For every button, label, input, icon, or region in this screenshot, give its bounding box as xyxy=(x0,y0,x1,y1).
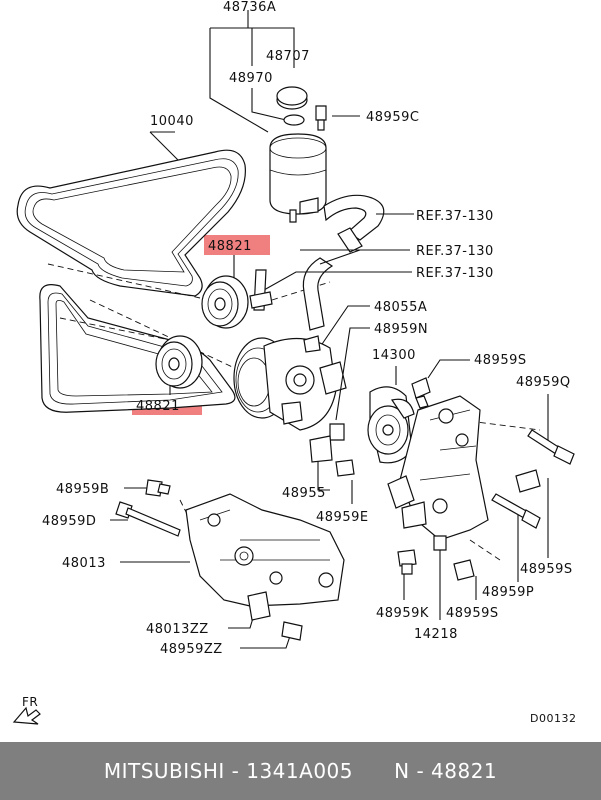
bolt-48959p xyxy=(491,493,541,582)
bracket-48955 xyxy=(309,435,333,491)
diagram-code: D00132 xyxy=(530,712,576,725)
bolt-48959s-lower xyxy=(453,559,477,600)
bolt-48959d xyxy=(110,501,181,537)
label-48736a: 48736A xyxy=(223,0,276,15)
label-48959p: 48959P xyxy=(482,585,534,600)
label-48821-upper: 48821 xyxy=(208,239,252,254)
power-steering-pump xyxy=(233,305,370,431)
label-fr: FR xyxy=(22,695,38,709)
label-48959c: 48959C xyxy=(366,110,419,125)
footer-part-info: MITSUBISHI - 1341A005 N - 48821 xyxy=(103,759,498,783)
label-ref-3: REF.37-130 xyxy=(416,266,494,281)
label-48707: 48707 xyxy=(266,49,310,64)
tensioner-14300 xyxy=(367,366,415,464)
label-48959s-lower: 48959S xyxy=(446,606,499,621)
label-48955: 48955 xyxy=(282,486,326,501)
bolt-48959q xyxy=(527,394,575,465)
label-48055a: 48055A xyxy=(374,300,427,315)
label-48013zz: 48013ZZ xyxy=(146,622,209,637)
label-48959b: 48959B xyxy=(56,482,109,497)
front-arrow-icon xyxy=(12,706,41,725)
label-48959n: 48959N xyxy=(374,322,428,337)
label-ref-1: REF.37-130 xyxy=(416,209,494,224)
bolt-48959n xyxy=(329,327,370,441)
bracket-48013zz xyxy=(228,591,271,629)
label-48959k: 48959K xyxy=(376,606,429,621)
label-14300: 14300 xyxy=(372,348,416,363)
label-ref-2: REF.37-130 xyxy=(416,244,494,259)
label-14218: 14218 xyxy=(414,627,458,642)
bolt-48959b xyxy=(124,479,171,497)
bracket-right xyxy=(387,395,489,541)
label-48013: 48013 xyxy=(62,556,106,571)
reservoir-group xyxy=(209,10,360,223)
bolt-48959k xyxy=(397,549,417,600)
hoses xyxy=(249,194,414,331)
label-10040: 10040 xyxy=(150,114,194,129)
highlight-48821-upper xyxy=(204,235,270,255)
idler-pulley-upper xyxy=(201,255,249,329)
footer-bar: MITSUBISHI - 1341A005 N - 48821 xyxy=(0,742,601,800)
idler-pulley-lower xyxy=(155,335,203,395)
label-48959e: 48959E xyxy=(316,510,369,525)
label-48970: 48970 xyxy=(229,71,273,86)
label-48959zz: 48959ZZ xyxy=(160,642,223,657)
part-14218 xyxy=(433,535,447,620)
label-48959q: 48959Q xyxy=(516,375,571,390)
bolt-48959s-right xyxy=(515,469,549,558)
label-48959d: 48959D xyxy=(42,514,96,529)
bracket-48013 xyxy=(120,493,345,607)
label-48821-lower: 48821 xyxy=(136,399,180,414)
belt-10040 xyxy=(16,131,246,297)
label-48959s-upper: 48959S xyxy=(474,353,527,368)
bolt-48959zz xyxy=(240,621,303,649)
label-48959s-right: 48959S xyxy=(520,562,573,577)
bolt-48959s-upper xyxy=(411,359,470,409)
bolt-48959e xyxy=(335,459,355,504)
parts-diagram: 48736A 48707 48970 48959C 10040 REF.37-1… xyxy=(12,0,576,725)
